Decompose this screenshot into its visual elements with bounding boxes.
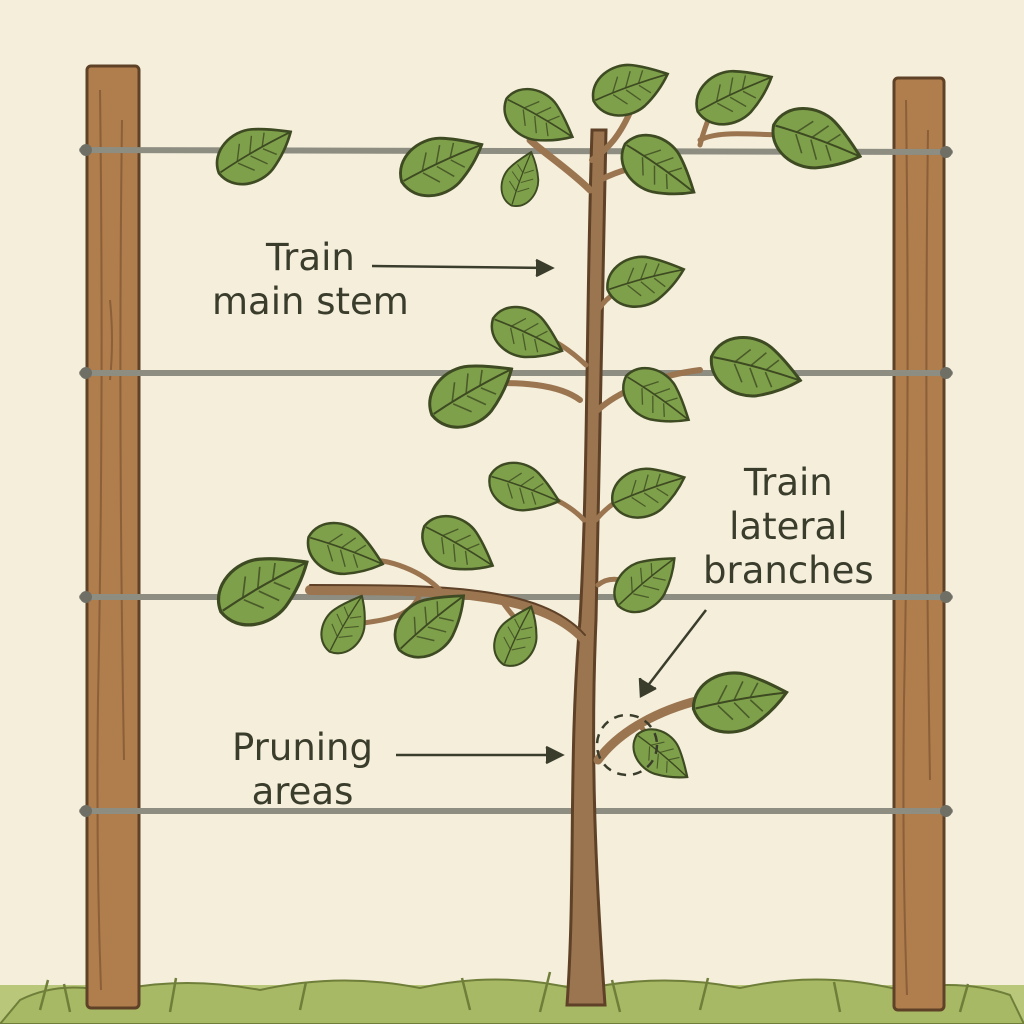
left-post-icon xyxy=(85,64,141,1010)
arrow-lateral-icon xyxy=(642,609,707,693)
branches xyxy=(305,92,793,765)
main-stem xyxy=(565,128,608,1007)
leaves xyxy=(204,49,872,794)
dashed-circle-icon xyxy=(595,713,659,777)
label-line: Pruning xyxy=(232,726,373,769)
label-train-main-stem: Train main stem xyxy=(212,236,409,324)
label-line: main stem xyxy=(212,280,409,323)
wire-knots xyxy=(80,144,952,817)
label-line: lateral xyxy=(729,505,848,548)
annotation-arrows xyxy=(371,258,707,777)
label-line: branches xyxy=(703,549,874,592)
label-pruning-areas: Pruning areas xyxy=(232,726,373,814)
right-post-icon xyxy=(892,76,946,1012)
label-train-lateral-branches: Train lateral branches xyxy=(703,461,874,593)
arrow-main-stem-icon xyxy=(371,264,551,270)
label-line: Train xyxy=(266,236,355,279)
grass xyxy=(0,971,1024,1024)
label-line: Train xyxy=(743,461,833,504)
label-line: areas xyxy=(251,770,354,813)
